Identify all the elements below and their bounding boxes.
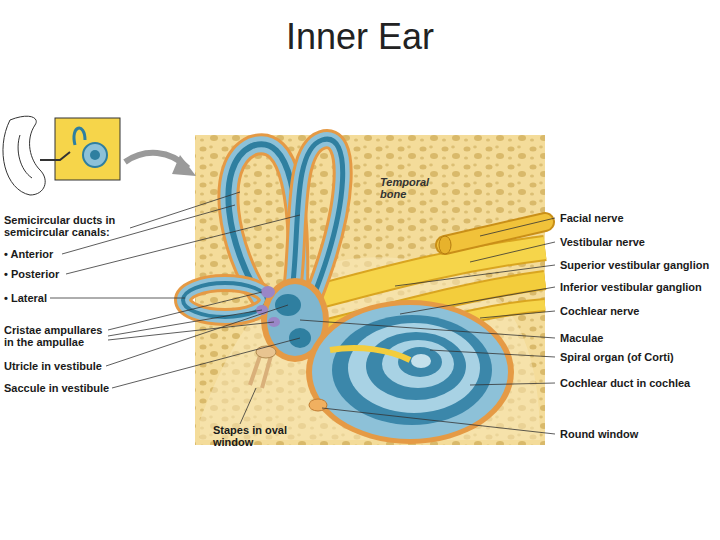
part-label: Cristae ampullares in the ampullae (4, 324, 112, 348)
part-label: Maculae (560, 332, 603, 344)
leader-lines (50, 192, 555, 434)
diagram-title: Inner Ear (0, 16, 720, 58)
part-label: • Anterior (4, 248, 53, 260)
round-window (309, 399, 327, 411)
part-label: Inferior vestibular ganglion (560, 281, 702, 293)
part-label: Temporal bone (380, 176, 435, 200)
part-label: • Lateral (4, 292, 47, 304)
stapes (250, 346, 276, 388)
cochlea (306, 300, 514, 444)
ear-inset (3, 116, 196, 195)
part-label: Saccule in vestibule (4, 382, 109, 394)
part-label: Semicircular ducts in semicircular canal… (4, 214, 134, 238)
part-label: Cochlear duct in cochlea (560, 377, 690, 389)
part-label: Round window (560, 428, 638, 440)
part-label: • Posterior (4, 268, 59, 280)
part-label: Cochlear nerve (560, 305, 639, 317)
part-label: Superior vestibular ganglion (560, 259, 709, 271)
part-label: Spiral organ (of Corti) (560, 351, 674, 363)
part-label: Facial nerve (560, 212, 624, 224)
part-label: Vestibular nerve (560, 236, 645, 248)
part-label: Stapes in oval window (213, 424, 288, 448)
part-label: Utricle in vestibule (4, 360, 102, 372)
